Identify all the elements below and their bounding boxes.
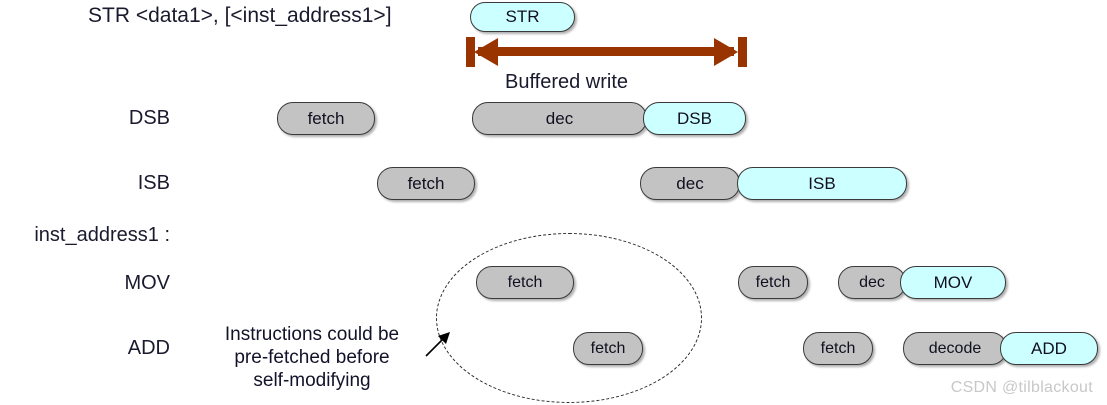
row-label-inst-address1: inst_address1 : — [34, 224, 170, 246]
row-label-isb: ISB — [137, 172, 170, 194]
stage-dsb-fetch[interactable]: fetch — [277, 102, 375, 135]
stage-mov-prefetch[interactable]: fetch — [476, 266, 574, 299]
stage-add-prefetch[interactable]: fetch — [573, 332, 643, 365]
prefetch-note-line2: pre-fetched before — [234, 347, 390, 369]
arrow-head-right-icon — [714, 38, 738, 66]
stage-mov-fetch[interactable]: fetch — [738, 266, 808, 299]
arrow-head-left-icon — [474, 38, 498, 66]
stage-mov-exec[interactable]: MOV — [900, 266, 1006, 299]
stage-dsb-dec[interactable]: dec — [472, 102, 647, 135]
arrow-shaft — [478, 47, 734, 56]
stage-isb-dec[interactable]: dec — [640, 167, 740, 200]
prefetch-note: Instructions could be pre-fetched before… — [196, 323, 428, 393]
buffered-write-label: Buffered write — [505, 71, 629, 93]
row-label-dsb: DSB — [128, 107, 170, 129]
instruction-title: STR <data1>, [<inst_address1>] — [88, 4, 392, 27]
stage-add-decode[interactable]: decode — [903, 332, 1007, 365]
stage-add-exec[interactable]: ADD — [1000, 332, 1098, 365]
prefetch-note-line3: self-modifying — [253, 370, 371, 392]
arrow-end-bar-left — [466, 37, 475, 67]
prefetch-note-line1: Instructions could be — [224, 324, 400, 345]
prefetch-highlight-ellipse — [436, 233, 702, 403]
row-label-mov: MOV — [124, 272, 170, 294]
stage-isb-exec[interactable]: ISB — [737, 167, 907, 200]
stage-isb-fetch[interactable]: fetch — [377, 167, 475, 200]
watermark: CSDN @tilblackout — [950, 379, 1093, 396]
stage-dsb-exec[interactable]: DSB — [643, 102, 746, 135]
note-pointer-arrow-icon — [425, 332, 450, 357]
row-label-add: ADD — [127, 337, 170, 359]
stage-add-fetch[interactable]: fetch — [803, 332, 873, 365]
arrow-end-bar-right — [738, 37, 747, 67]
stage-str[interactable]: STR — [470, 2, 575, 32]
stage-mov-dec[interactable]: dec — [838, 266, 906, 299]
